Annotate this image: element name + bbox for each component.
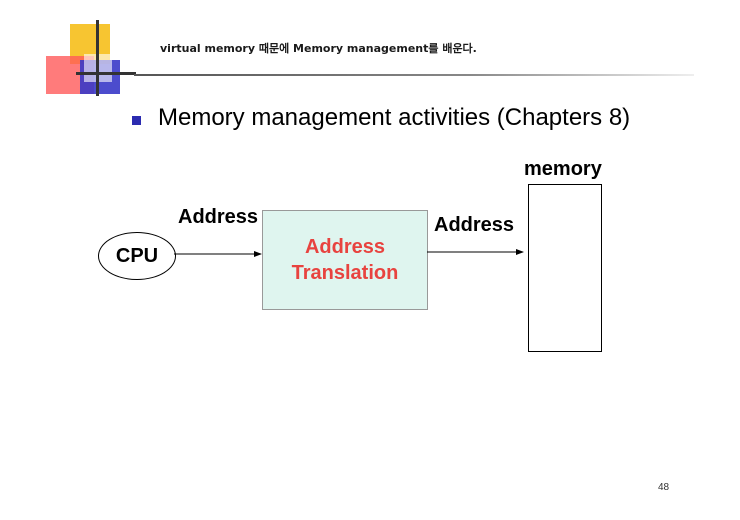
- slide-header: virtual memory 때문에 Memory management를 배운…: [160, 42, 477, 55]
- logo-horizontal-line: [76, 72, 136, 75]
- translation-line-1: Address: [304, 236, 386, 258]
- bullet-text: Memory management activities (Chapters 8…: [158, 104, 631, 131]
- header-divider: [134, 74, 694, 76]
- memory-label: memory: [524, 158, 602, 180]
- memory-box: [528, 184, 602, 352]
- cpu-node: CPU: [98, 232, 176, 280]
- translation-line-2: Translation: [291, 262, 399, 284]
- address-label-input: Address: [178, 206, 259, 228]
- address-label-output: Address: [434, 214, 515, 236]
- cpu-label: CPU: [115, 244, 159, 267]
- page-number: 48: [658, 482, 670, 493]
- address-translation-box: Address Translation: [262, 210, 428, 310]
- logo-vertical-line: [96, 20, 99, 96]
- bullet-square-icon: [132, 116, 141, 125]
